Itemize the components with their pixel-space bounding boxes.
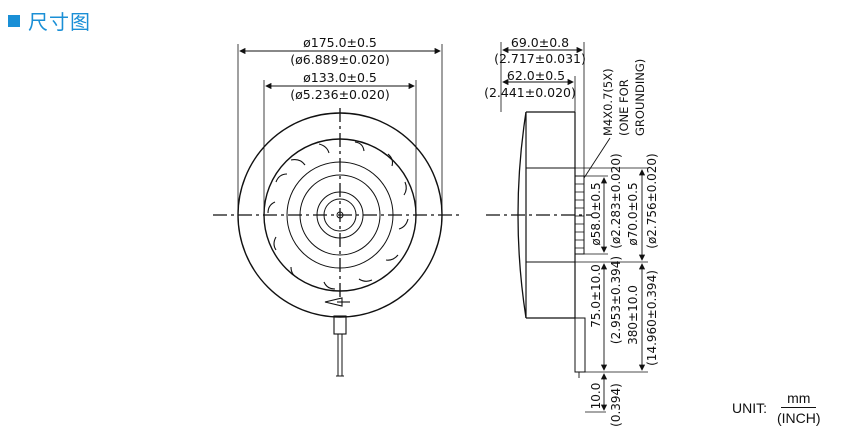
lead-length-a-mm: 75.0±10.0 [589, 264, 603, 328]
unit-fraction: mm (INCH) [777, 390, 821, 426]
unit-denominator: (INCH) [777, 410, 821, 426]
square-bullet-icon [8, 14, 20, 27]
front-outer-dimension [237, 44, 443, 212]
lead-length-b-inch: (14.960±0.394) [645, 270, 659, 366]
hub-diameter-mm: ø58.0±0.5 [589, 182, 603, 245]
side-right-labels: ø58.0±0.5 (ø2.283±0.020) ø70.0±0.5 (ø2.7… [589, 153, 659, 427]
front-view [213, 108, 462, 377]
body-depth-mm: 62.0±0.5 [507, 68, 565, 83]
screw-note-line2: (ONE FOR [617, 79, 631, 136]
front-inner-dimension [263, 80, 417, 212]
lead-length-b-mm: 380±10.0 [626, 285, 640, 345]
inner-diameter-mm: ø133.0±0.5 [303, 70, 377, 85]
overall-depth-inch: (2.717±0.031) [494, 51, 586, 66]
inner-diameter-inch: (ø5.236±0.020) [290, 87, 389, 102]
lead-length-a-inch: (2.953±0.394) [609, 256, 623, 344]
mount-diameter-inch: (ø2.756±0.020) [645, 153, 659, 248]
strip-length-inch: (0.394) [609, 383, 623, 427]
page-title: 尺寸图 [28, 10, 91, 34]
hub-diameter-inch: (ø2.283±0.020) [609, 153, 623, 248]
outer-diameter-inch: (ø6.889±0.020) [290, 52, 389, 67]
strip-length-mm: 10.0 [589, 383, 603, 410]
side-right-dimensions [575, 167, 648, 413]
overall-depth-mm: 69.0±0.8 [511, 35, 569, 50]
screw-note-line1: M4X0.7(5X) [601, 68, 615, 136]
body-depth-inch: (2.441±0.020) [484, 85, 576, 100]
screw-note-line3: GROUNDING) [633, 59, 647, 136]
side-top-dimensions [500, 42, 585, 176]
outer-diameter-mm: ø175.0±0.5 [303, 35, 377, 50]
mount-diameter-mm: ø70.0±0.5 [626, 182, 640, 245]
unit-numerator: mm [781, 390, 817, 408]
side-view [486, 111, 611, 378]
unit-legend: UNIT: mm (INCH) [732, 390, 821, 426]
screw-note: M4X0.7(5X) (ONE FOR GROUNDING) [601, 59, 647, 136]
unit-label: UNIT: [732, 400, 767, 416]
section-title: 尺寸图 [8, 6, 91, 35]
